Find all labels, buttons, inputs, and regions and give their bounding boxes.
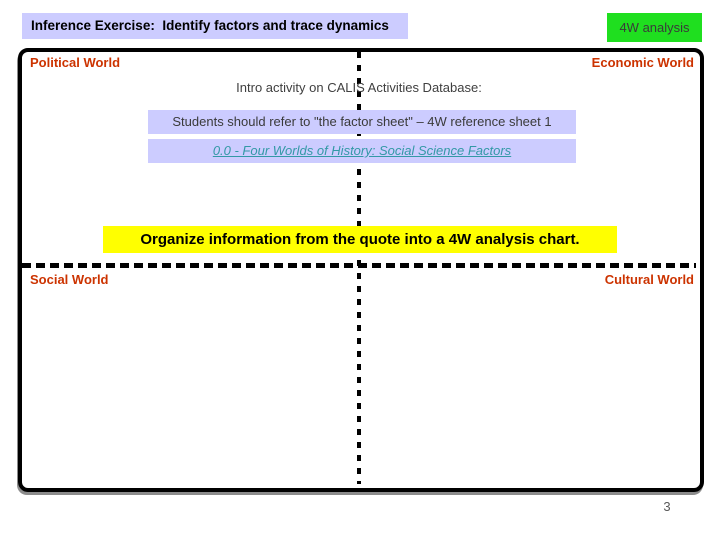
quadrant-label-cultural: Cultural World — [604, 272, 694, 287]
four-worlds-link[interactable]: 0.0 - Four Worlds of History: Social Sci… — [212, 143, 512, 158]
quadrant-label-social: Social World — [30, 272, 109, 287]
slide-title: Inference Exercise: Identify factors and… — [22, 13, 408, 39]
quadrant-frame — [18, 48, 704, 492]
vertical-dashed-divider — [357, 52, 361, 484]
quadrant-label-political: Political World — [30, 55, 121, 70]
quadrant-label-economic: Economic World — [591, 55, 694, 70]
horizontal-dashed-divider — [22, 263, 696, 268]
intro-activity-text: Intro activity on CALIS Activities Datab… — [236, 80, 482, 95]
factor-sheet-note: Students should refer to "the factor she… — [148, 110, 576, 134]
page-number: 3 — [663, 499, 671, 514]
link-box: 0.0 - Four Worlds of History: Social Sci… — [148, 139, 576, 163]
instruction-banner: Organize information from the quote into… — [103, 226, 617, 253]
analysis-badge: 4W analysis — [607, 13, 702, 42]
